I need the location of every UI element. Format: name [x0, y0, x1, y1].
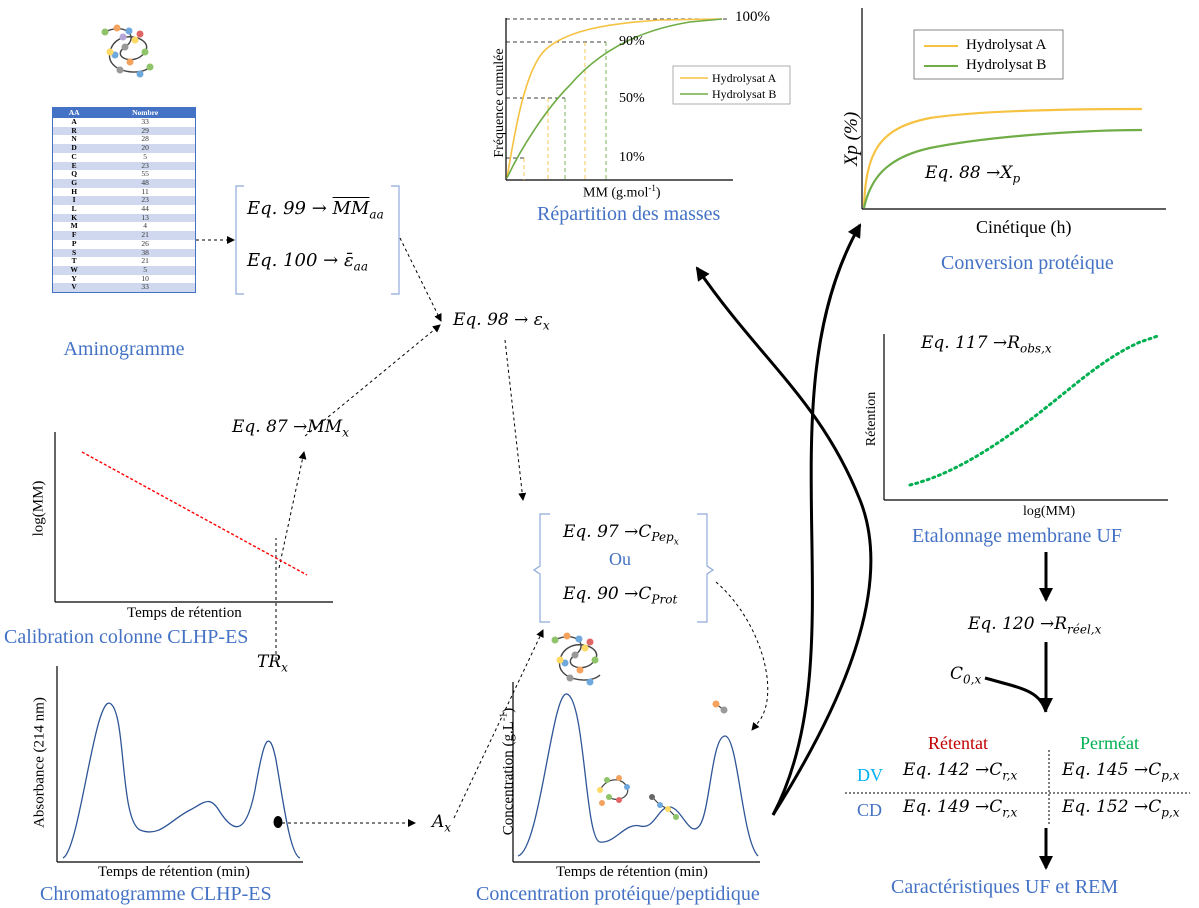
calibration-line: [82, 452, 307, 575]
repartition-caption: Répartition des masses: [537, 203, 720, 226]
aminogramme-caption: Aminogramme: [53, 338, 195, 361]
uf-cd-permeat-eq: Eq. 152 →Cp,x: [1062, 797, 1179, 819]
conversion-legend-a: Hydrolysat A: [966, 37, 1046, 54]
selected-peak-marker: [274, 816, 283, 828]
aminogramme-aa-cell: V: [53, 283, 96, 292]
chromatogram-xlabel: Temps de rétention (min): [98, 864, 250, 881]
etalonnage-ylabel: Rétention: [864, 379, 880, 459]
repartition-level-100: 100%: [735, 9, 770, 26]
peptide-fragment-icon: [713, 701, 728, 714]
repartition-level-50: 50%: [619, 91, 645, 107]
trx-label: TRx: [257, 652, 288, 674]
eq87-label: Eq. 87 →MMx: [232, 417, 349, 439]
chromatogram-caption: Chromatogramme CLHP-ES: [40, 883, 272, 906]
chromatogram-curve: [63, 703, 300, 858]
eq98-label: Eq. 98 → εx: [453, 310, 550, 332]
calibration-ylabel: log(MM): [31, 474, 48, 544]
conversion-xlabel: Cinétique (h): [976, 217, 1071, 238]
peptide-fragment-icon: [597, 775, 630, 806]
repartition-legend-b: Hydrolysat B: [712, 87, 776, 102]
repartition-level-90: 90%: [619, 34, 645, 50]
uf-permeat-header: Perméat: [1080, 733, 1139, 754]
eq97-label: Eq. 97 →CPepx: [563, 522, 679, 548]
uf-dv-retentat-eq: Eq. 142 →Cr,x: [903, 760, 1017, 782]
aminogramme-count-cell: 33: [95, 283, 195, 292]
ou-label: Ou: [600, 549, 640, 570]
concentration-curve: [518, 694, 758, 856]
repartition-xlabel: MM (g.mol-1): [583, 183, 661, 202]
concentration-caption: Concentration protéique/peptidique: [476, 883, 760, 906]
eq99-label: Eq. 99 → MMaa: [247, 198, 384, 222]
eq117-label: Eq. 117 →Robs,x: [921, 333, 1052, 355]
eq90-label: Eq. 90 →CProt: [563, 584, 677, 606]
chromatogram-ylabel: Absorbance (214 nm): [32, 693, 49, 833]
ax-label: Ax: [432, 812, 451, 834]
eq120-label: Eq. 120 →Rréel,x: [968, 614, 1101, 636]
conversion-curve-a: [864, 109, 1142, 207]
concentration-ylabel: Concentration (g.L-1): [499, 692, 518, 852]
uf-dv-label: DV: [857, 765, 883, 786]
calibration-chart: [55, 432, 333, 602]
protein-coil-icon: [552, 633, 601, 686]
repartition-ylabel: Fréquence cumulée: [492, 43, 508, 163]
conversion-ylabel: Xp (%): [841, 104, 863, 174]
aminogramme-table: AA Nombre A33R29N28D20C5E23Q55G48H11I23L…: [52, 107, 196, 293]
aminogramme-row: V33: [53, 283, 196, 292]
chromatogram-chart: [57, 666, 303, 862]
repartition-legend-a: Hydrolysat A: [712, 71, 776, 86]
eq88-label: Eq. 88 →Xp: [925, 163, 1020, 185]
concentration-xlabel: Temps de rétention (min): [556, 864, 708, 881]
conversion-legend-b: Hydrolysat B: [966, 57, 1046, 74]
etalonnage-caption: Etalonnage membrane UF: [912, 525, 1122, 548]
c0x-label: C0,x: [950, 664, 981, 686]
uf-retentat-header: Rétentat: [928, 733, 988, 754]
etalonnage-curve: [910, 336, 1158, 485]
etalonnage-xlabel: log(MM): [1023, 504, 1075, 520]
repartition-level-10: 10%: [619, 150, 645, 166]
eq100-label: Eq. 100 → ε̄aa: [247, 250, 368, 274]
conversion-caption: Conversion protéique: [941, 252, 1114, 275]
peptide-fragment-icon: [649, 794, 679, 820]
uf-cd-label: CD: [857, 800, 882, 821]
calibration-caption: Calibration colonne CLHP-ES: [4, 626, 248, 649]
protein-coil-icon: [102, 25, 154, 78]
uf-cd-retentat-eq: Eq. 149 →Cr,x: [903, 797, 1017, 819]
etalonnage-chart: [884, 334, 1168, 500]
final-caption: Caractéristiques UF et REM: [891, 876, 1118, 899]
calibration-xlabel: Temps de rétention: [127, 605, 242, 622]
uf-dv-permeat-eq: Eq. 145 →Cp,x: [1062, 760, 1179, 782]
